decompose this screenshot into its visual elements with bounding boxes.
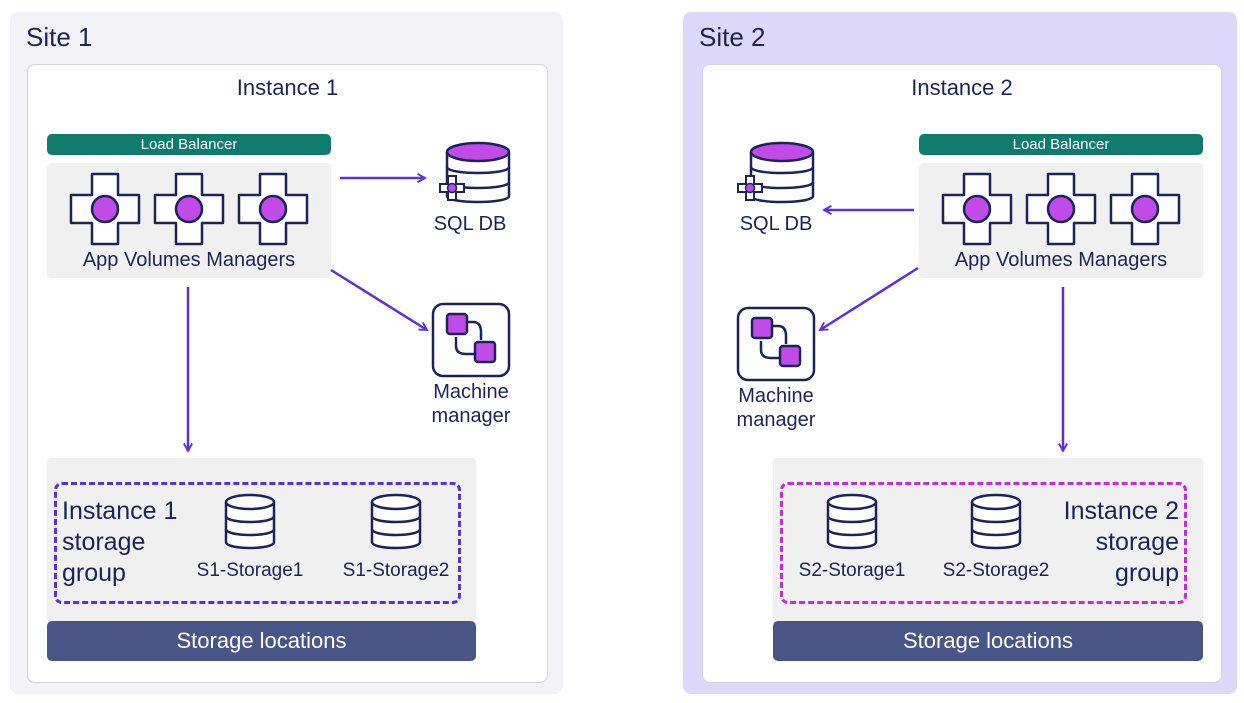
machine-manager-line2: manager xyxy=(736,409,816,431)
instance-1-storage-group xyxy=(54,482,461,604)
instance-2-storage-group xyxy=(780,482,1187,604)
instance-title: Instance 1 xyxy=(236,75,339,100)
storage-label: S1-Storage2 xyxy=(342,560,450,581)
database-icon xyxy=(224,493,276,550)
storage-label: S2-Storage2 xyxy=(942,560,1050,581)
instance-title: Instance 2 xyxy=(911,75,1013,100)
manager-cross-icon xyxy=(237,172,309,246)
storage-item: S2-Storage2 xyxy=(930,492,1062,582)
load-balancer-badge: Load Balancer xyxy=(47,134,331,155)
storage-group-label: Instance 2 storage group xyxy=(1040,496,1179,589)
manager-cross-icon xyxy=(1025,172,1097,246)
managers-label: App Volumes Managers xyxy=(82,249,296,271)
app-volumes-managers-group: App Volumes Managers xyxy=(919,163,1203,278)
storage-label: S1-Storage1 xyxy=(196,560,304,581)
storage-group-line1: Instance 2 xyxy=(1063,497,1179,525)
sql-db-label: SQL DB xyxy=(739,213,813,235)
manager-icons xyxy=(47,171,331,247)
machine-manager-line1: Machine xyxy=(433,381,509,403)
storage-group-line2: storage xyxy=(62,528,146,556)
site-title: Site 2 xyxy=(699,22,766,52)
storage-item: S2-Storage1 xyxy=(786,492,918,582)
machine-manager-line2: manager xyxy=(431,405,511,427)
database-icon xyxy=(370,493,422,550)
manager-icons xyxy=(919,171,1203,247)
storage-group-label: Instance 1 storage group xyxy=(62,496,177,589)
sql-db-icon xyxy=(439,141,511,204)
load-balancer-badge: Load Balancer xyxy=(919,134,1203,155)
database-icon xyxy=(970,493,1022,550)
manager-cross-icon xyxy=(1109,172,1181,246)
sql-db-icon xyxy=(737,141,815,204)
storage-item: S1-Storage1 xyxy=(188,492,312,582)
site-title: Site 1 xyxy=(26,22,93,52)
manager-cross-icon xyxy=(941,172,1013,246)
manager-cross-icon xyxy=(153,172,225,246)
manager-cross-icon xyxy=(69,172,141,246)
machine-manager-icon xyxy=(736,306,816,382)
storage-group-line2: storage xyxy=(1095,528,1179,556)
storage-group-line3: group xyxy=(1115,559,1179,587)
machine-manager-label: Machine manager xyxy=(416,380,526,428)
storage-item: S1-Storage2 xyxy=(332,492,460,582)
machine-manager-line1: Machine xyxy=(738,385,814,407)
machine-manager-icon xyxy=(431,302,511,378)
sql-db-label: SQL DB xyxy=(433,213,507,235)
storage-locations-bar: Storage locations xyxy=(47,621,476,661)
storage-group-line1: Instance 1 xyxy=(62,497,178,525)
storage-label: S2-Storage1 xyxy=(798,560,906,581)
app-volumes-managers-group: App Volumes Managers xyxy=(47,163,331,278)
storage-group-line3: group xyxy=(62,559,126,587)
managers-label: App Volumes Managers xyxy=(954,249,1168,271)
database-icon xyxy=(826,493,878,550)
storage-locations-bar: Storage locations xyxy=(773,621,1203,661)
machine-manager-label: Machine manager xyxy=(721,384,831,432)
